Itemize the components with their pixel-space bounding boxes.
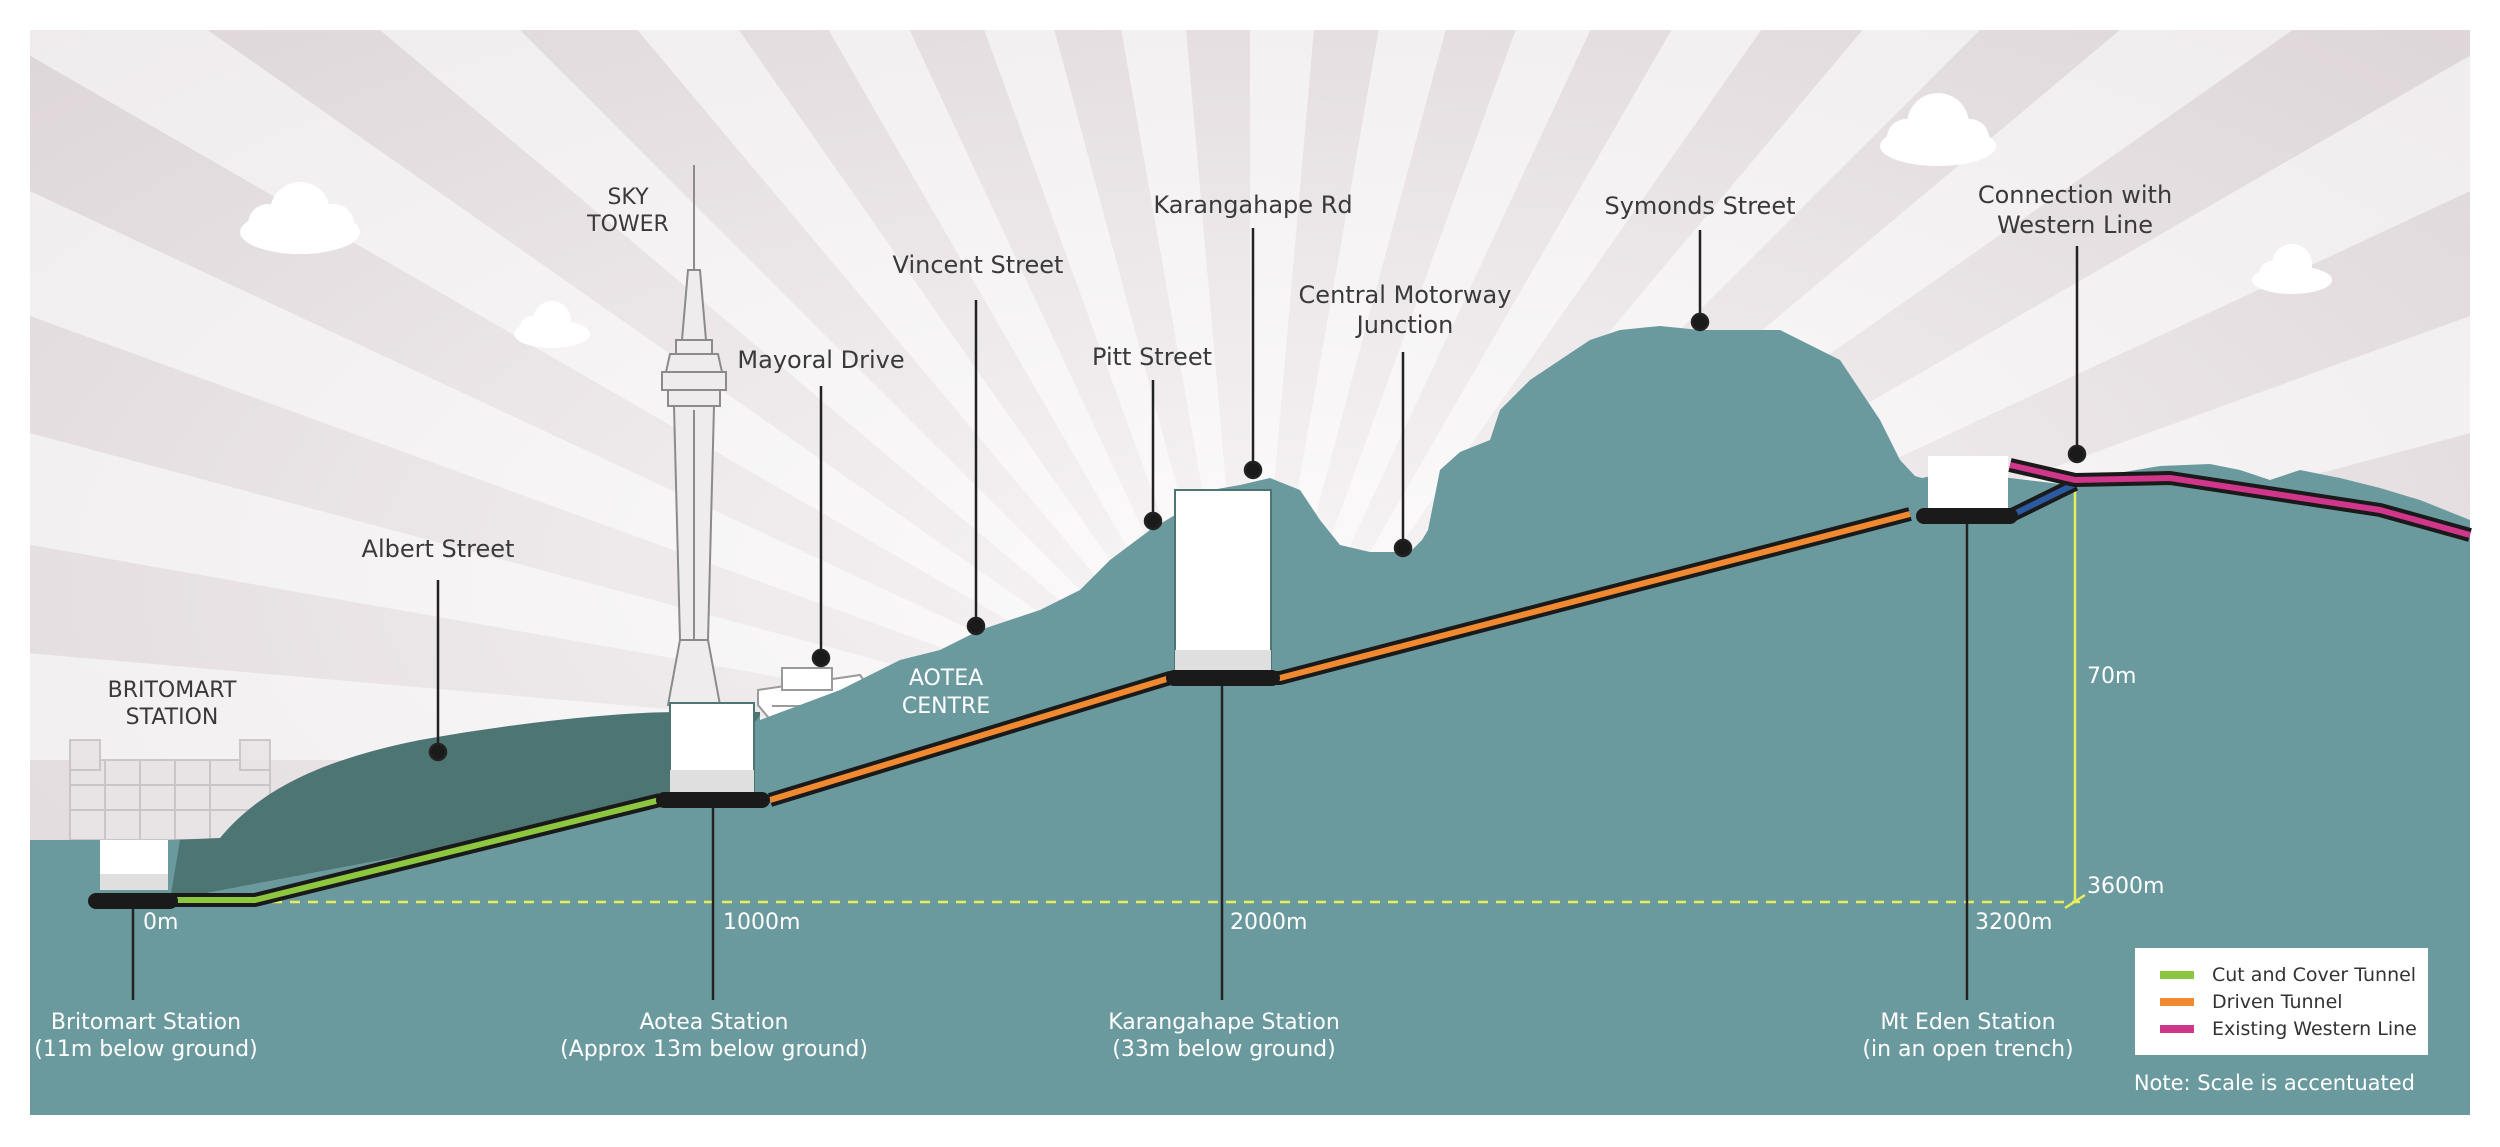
sun-ray — [30, 191, 1250, 760]
britomart-station-word-label: STATION — [126, 705, 219, 730]
callout-lines — [428, 228, 2087, 762]
western-line-label: Western Line — [1997, 211, 2153, 239]
scale-note: Note: Scale is accentuated — [2134, 1071, 2415, 1095]
mt-eden-station-marker — [1916, 456, 2018, 524]
mt-eden-station-label: Mt Eden Station — [1880, 1010, 2055, 1035]
vincent-street-label: Vincent Street — [893, 251, 1064, 279]
sun-ray — [380, 30, 1250, 760]
aotea-station-label: Aotea Station — [640, 1010, 789, 1035]
sun-ray — [1250, 30, 1446, 760]
aotea-station-marker — [656, 702, 770, 808]
distance-2000m-label: 2000m — [1230, 910, 1307, 935]
sky-label: SKY — [607, 185, 649, 210]
pitt-street-label: Pitt Street — [1092, 343, 1212, 371]
distance-1000m-label: 1000m — [723, 910, 800, 935]
britomart-label: BRITOMART — [108, 678, 237, 703]
britomart-station-label: Britomart Station — [51, 1010, 241, 1035]
mt-eden-depth-label: (in an open trench) — [1862, 1037, 2073, 1062]
legend-cut-cover-label: Cut and Cover Tunnel — [2212, 964, 2416, 986]
junction-label: Junction — [1355, 311, 1454, 339]
karangahape-station-marker — [1166, 489, 1280, 686]
legend: Cut and Cover Tunnel Driven Tunnel Exist… — [2135, 948, 2428, 1055]
centre-label: CENTRE — [902, 694, 990, 719]
aotea-depth-label: (Approx 13m below ground) — [560, 1037, 868, 1062]
connection-with-label: Connection with — [1978, 181, 2172, 209]
ground-terrain-dark — [170, 712, 760, 900]
mayoral-drive-label: Mayoral Drive — [737, 346, 904, 374]
cloud-icon — [240, 182, 360, 254]
height-marker-diagonal — [2064, 893, 2086, 910]
symonds-street-label: Symonds Street — [1604, 192, 1795, 220]
legend-western-label: Existing Western Line — [2212, 1018, 2417, 1040]
cloud-icon — [514, 301, 590, 348]
britomart-station-marker — [88, 840, 178, 909]
karangahape-depth-label: (33m below ground) — [1112, 1037, 1335, 1062]
aotea-label: AOTEA — [909, 666, 983, 691]
connector-tunnel — [2008, 481, 2077, 519]
distance-3600m-label: 3600m — [2087, 874, 2164, 899]
central-motorway-label: Central Motorway — [1299, 281, 1512, 309]
cloud-icon — [2252, 244, 2332, 294]
distance-3200m-label: 3200m — [1975, 910, 2052, 935]
sky-tower-icon — [661, 165, 727, 706]
cut-cover-tunnel — [150, 797, 661, 903]
cloud-icon — [1880, 93, 1996, 166]
legend-swatch-western — [2160, 1025, 2194, 1033]
karangahape-rd-label: Karangahape Rd — [1153, 191, 1352, 219]
tower-label: TOWER — [586, 212, 669, 237]
legend-driven-label: Driven Tunnel — [2212, 991, 2343, 1013]
albert-street-label: Albert Street — [362, 535, 515, 563]
station-drop-lines — [131, 524, 1969, 1000]
height-70m-label: 70m — [2087, 664, 2136, 689]
britomart-depth-label: (11m below ground) — [34, 1037, 257, 1062]
western-line — [2009, 462, 2471, 538]
distance-0m-label: 0m — [143, 910, 178, 935]
legend-swatch-driven — [2160, 998, 2194, 1006]
legend-swatch-cut-cover — [2160, 971, 2194, 979]
karangahape-station-label: Karangahape Station — [1108, 1010, 1340, 1035]
